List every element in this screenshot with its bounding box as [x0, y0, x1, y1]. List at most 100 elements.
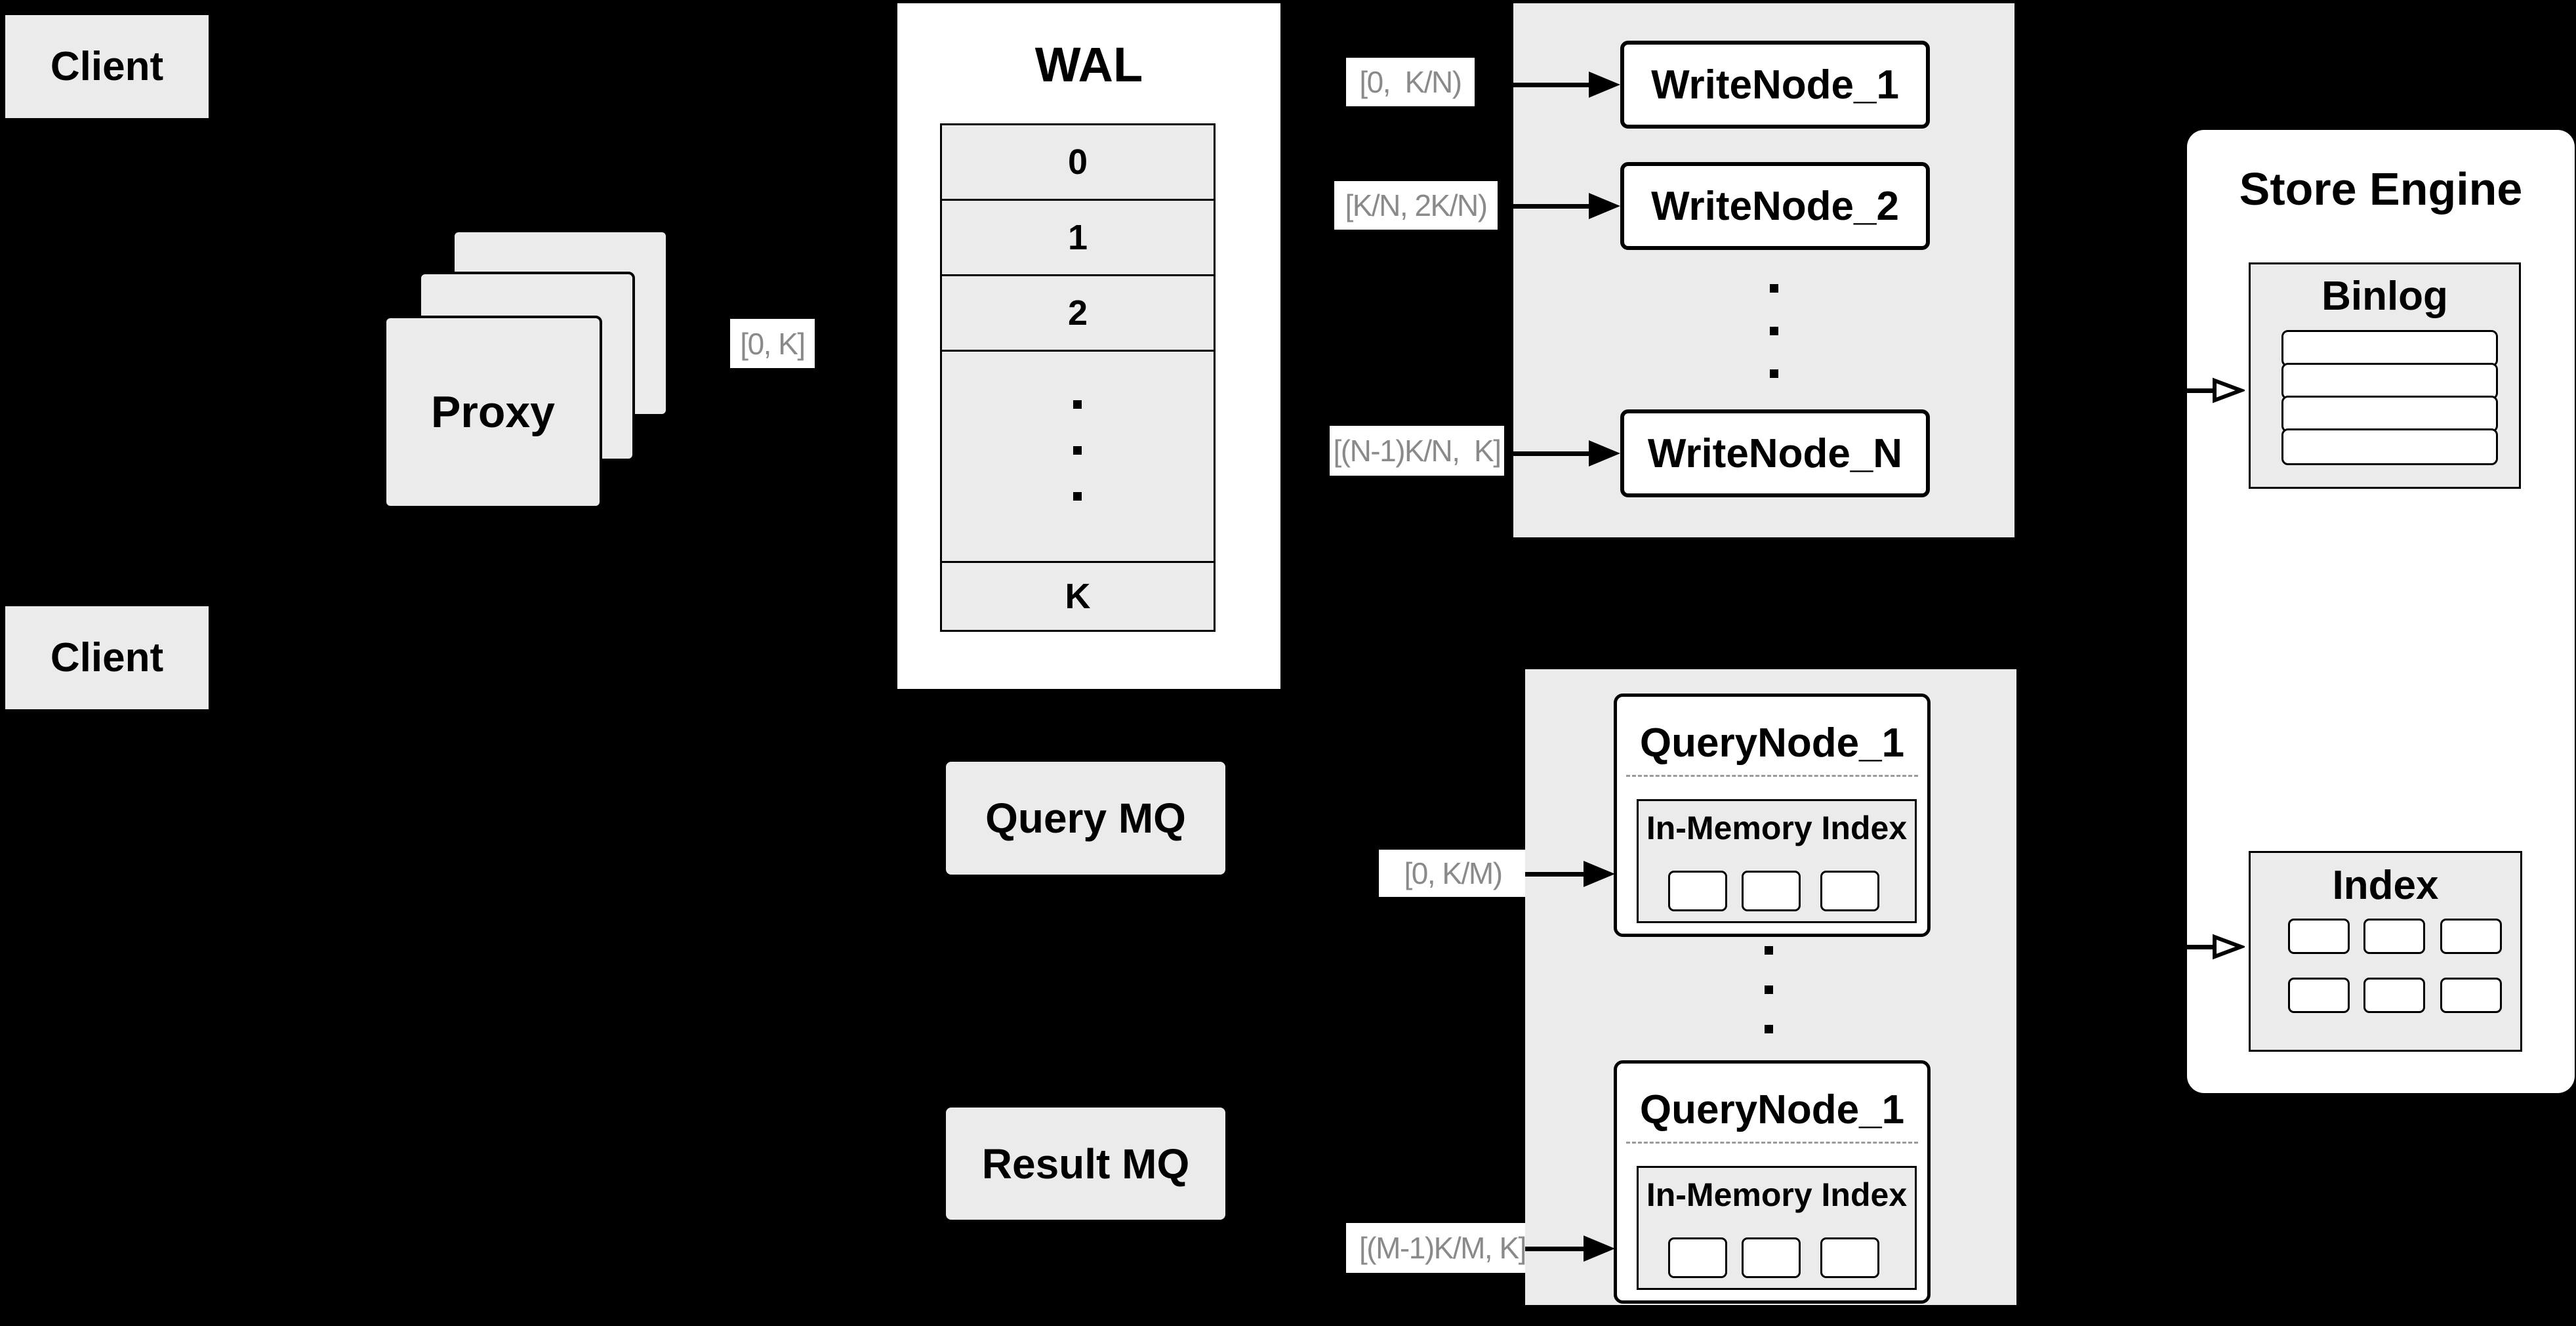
binlog-title-text: Binlog: [2321, 273, 2448, 319]
segment-cell: [1820, 1237, 1879, 1278]
index-cell: [2363, 978, 2425, 1013]
binlog-box: Binlog: [2249, 262, 2521, 489]
range-label-write-2-text: [K/N, 2K/N): [1345, 188, 1488, 222]
wal-row-0: 0: [942, 125, 1214, 201]
arrowhead-icon: [1589, 193, 1620, 219]
proxy-label: Proxy: [431, 387, 555, 437]
arrow-line-binlog: [2187, 388, 2215, 393]
index-cell: [2440, 978, 2502, 1013]
index-title: Index: [2251, 862, 2520, 908]
range-label-write-2: [K/N, 2K/N): [1334, 181, 1498, 230]
query-node-2-title: QueryNode_1: [1617, 1083, 1927, 1136]
range-label-write-n: [(N-1)K/N, K]: [1330, 426, 1504, 476]
wal-row-2-label: 2: [1067, 293, 1088, 333]
wal-log-table: 0 1 2 K: [940, 123, 1216, 632]
ellipsis-dot: [1765, 985, 1773, 994]
query-node-divider: [1626, 775, 1918, 777]
write-node-2-label: WriteNode_2: [1651, 183, 1899, 229]
ellipsis-dot: [1770, 284, 1778, 293]
arrow-line-query-m: [1525, 1247, 1587, 1251]
segment-cell: [1742, 871, 1801, 911]
store-engine-title-text: Store Engine: [2239, 163, 2523, 215]
wal-title-text: WAL: [1034, 37, 1143, 92]
write-node-box-1: WriteNode_1: [1620, 41, 1930, 129]
segment-cell: [1820, 871, 1879, 911]
range-label-write-1: [0, K/N): [1346, 58, 1475, 106]
index-cell: [2288, 919, 2350, 954]
query-node-2-title-text: QueryNode_1: [1639, 1087, 1905, 1132]
arrowhead-icon: [1584, 861, 1615, 887]
proxy-card-front: Proxy: [384, 316, 602, 508]
arrowhead-icon: [1589, 72, 1620, 98]
query-node-1-title-text: QueryNode_1: [1639, 720, 1905, 766]
segment-cell: [1668, 1237, 1727, 1278]
arrowhead-icon: [1589, 440, 1620, 466]
arrow-line-write-n: [1513, 451, 1589, 456]
index-cell: [2288, 978, 2350, 1013]
query-node-box-1: QueryNode_1 In-Memory Index: [1614, 694, 1931, 937]
in-memory-index-title-text: In-Memory Index: [1646, 1176, 1908, 1213]
result-mq-label: Result MQ: [981, 1140, 1190, 1188]
open-arrowhead-icon: [2213, 377, 2245, 404]
range-label-query-m: [(M-1)K/M, K]: [1346, 1223, 1539, 1273]
query-mq-label: Query MQ: [985, 795, 1186, 842]
store-engine-title: Store Engine: [2187, 161, 2575, 217]
index-cell: [2440, 919, 2502, 954]
in-memory-index-title-text: In-Memory Index: [1646, 810, 1908, 846]
wal-ellipsis-cell: [942, 352, 1214, 563]
wal-row-1-label: 1: [1067, 218, 1088, 257]
wal-row-1: 1: [942, 201, 1214, 276]
ellipsis-dot: [1073, 492, 1082, 501]
segment-cell: [1668, 871, 1727, 911]
in-memory-index-box: In-Memory Index: [1637, 799, 1917, 923]
ellipsis-dot: [1765, 946, 1773, 955]
in-memory-index-title: In-Memory Index: [1639, 808, 1915, 848]
write-node-box-2: WriteNode_2: [1620, 162, 1930, 250]
result-mq-box: Result MQ: [946, 1108, 1225, 1220]
segment-cell: [1742, 1237, 1801, 1278]
arrow-line-query-1: [1525, 872, 1587, 877]
arrow-line-write-2: [1513, 204, 1589, 209]
query-node-divider: [1626, 1142, 1918, 1144]
write-node-n-label: WriteNode_N: [1647, 430, 1903, 476]
range-label-query-1-text: [0, K/M): [1404, 856, 1503, 890]
range-label-query-m-text: [(M-1)K/M, K]: [1359, 1231, 1526, 1265]
index-cell: [2363, 919, 2425, 954]
range-label-query-1: [0, K/M): [1379, 850, 1527, 897]
ellipsis-dot: [1770, 327, 1778, 335]
ellipsis-dot: [1073, 400, 1082, 409]
client-box-top: Client: [5, 15, 209, 118]
arrow-line-index: [2187, 945, 2215, 949]
binlog-row: [2281, 330, 2498, 367]
wal-row-tail: K: [942, 563, 1214, 630]
range-label-proxy-text: [0, K]: [740, 326, 806, 361]
write-node-box-n: WriteNode_N: [1620, 409, 1930, 497]
query-node-1-title: QueryNode_1: [1617, 716, 1927, 769]
binlog-title: Binlog: [2251, 272, 2519, 320]
binlog-row: [2281, 396, 2498, 432]
client-top-label: Client: [50, 44, 164, 89]
query-mq-box: Query MQ: [946, 762, 1225, 875]
index-title-text: Index: [2332, 862, 2439, 908]
binlog-row: [2281, 363, 2498, 400]
range-label-proxy: [0, K]: [730, 319, 815, 368]
ellipsis-dot: [1770, 369, 1778, 378]
wal-row-tail-label: K: [1065, 577, 1091, 616]
range-label-write-n-text: [(N-1)K/N, K]: [1333, 434, 1502, 468]
range-label-write-1-text: [0, K/N): [1359, 65, 1462, 99]
wal-row-2: 2: [942, 276, 1214, 352]
ellipsis-dot: [1073, 446, 1082, 455]
client-bottom-label: Client: [50, 635, 164, 680]
write-node-1-label: WriteNode_1: [1651, 62, 1899, 108]
wal-row-0-label: 0: [1067, 142, 1088, 182]
query-node-box-2: QueryNode_1 In-Memory Index: [1614, 1060, 1931, 1304]
open-arrowhead-icon: [2213, 934, 2245, 960]
in-memory-index-box: In-Memory Index: [1637, 1166, 1917, 1290]
binlog-row: [2281, 428, 2498, 465]
index-box: Index: [2249, 851, 2522, 1052]
client-box-bottom: Client: [5, 606, 209, 709]
ellipsis-dot: [1765, 1025, 1773, 1033]
arrow-line-write-1: [1513, 83, 1589, 87]
in-memory-index-title: In-Memory Index: [1639, 1174, 1915, 1215]
